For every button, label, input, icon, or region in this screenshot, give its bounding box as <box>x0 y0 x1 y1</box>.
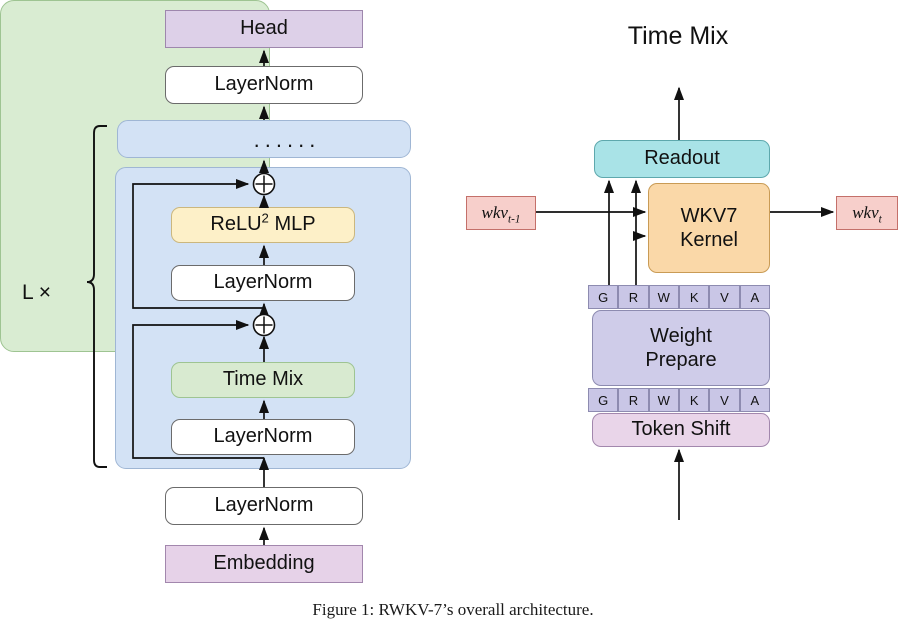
gate-cell-a: A <box>739 285 770 309</box>
figure-caption: Figure 1: RWKV-7’s overall architecture. <box>312 600 594 619</box>
gate-cell-v: V <box>709 285 740 309</box>
node-relu2-mlp: ReLU2 MLP <box>171 207 355 243</box>
node-layernorm-input: LayerNorm <box>165 487 363 525</box>
gate-cell-r-in: R <box>618 388 649 412</box>
block-ellipsis <box>117 120 411 158</box>
node-head-label: Head <box>240 17 288 40</box>
node-layernorm-final-label: LayerNorm <box>214 73 314 96</box>
loop-count-label: L × <box>22 281 51 304</box>
gate-cell-a-in: A <box>739 388 770 412</box>
node-token-shift-label: Token Shift <box>631 418 731 441</box>
node-state-in: wkvt-1 <box>466 196 536 230</box>
node-head: Head <box>165 10 363 48</box>
node-wkv7-kernel: WKV7 Kernel <box>648 183 770 273</box>
node-state-out: wkvt <box>836 196 898 230</box>
node-weight-prepare-label-line2: Prepare <box>645 349 717 371</box>
gate-cell-k: K <box>678 285 710 309</box>
node-embedding: Embedding <box>165 545 363 583</box>
node-wkv7-kernel-label-line1: WKV7 <box>680 204 738 227</box>
ellipsis-dots: ...... <box>253 127 321 152</box>
node-layernorm-timemix: LayerNorm <box>171 419 355 455</box>
node-layernorm-input-label: LayerNorm <box>214 494 314 517</box>
gate-cell-v-in: V <box>709 388 740 412</box>
node-state-out-label: wkvt <box>852 202 882 226</box>
node-time-mix: Time Mix <box>171 362 355 398</box>
node-layernorm-mlp-label: LayerNorm <box>213 271 313 294</box>
node-layernorm-mlp: LayerNorm <box>171 265 355 301</box>
gate-cell-g-in: G <box>588 388 619 412</box>
gate-cell-k-in: K <box>678 388 710 412</box>
node-readout-label: Readout <box>644 147 720 170</box>
gate-cell-r: R <box>618 285 649 309</box>
node-layernorm-final: LayerNorm <box>165 66 363 104</box>
time-mix-title: Time Mix <box>627 22 729 50</box>
node-state-in-label: wkvt-1 <box>481 202 521 226</box>
gate-row-output: G R W K V A <box>588 285 770 309</box>
gate-cell-g: G <box>588 285 619 309</box>
node-wkv7-kernel-label-line2: Kernel <box>680 229 738 251</box>
node-layernorm-timemix-label: LayerNorm <box>213 425 313 448</box>
gate-row-input: G R W K V A <box>588 388 770 412</box>
node-token-shift: Token Shift <box>592 413 770 447</box>
node-time-mix-label: Time Mix <box>222 368 304 391</box>
gate-cell-w: W <box>648 285 679 309</box>
node-embedding-label: Embedding <box>213 552 315 575</box>
node-relu2-mlp-label: ReLU2 MLP <box>210 210 316 236</box>
node-readout: Readout <box>594 140 770 178</box>
node-weight-prepare: Weight Prepare <box>592 310 770 386</box>
node-weight-prepare-label-line1: Weight <box>650 325 712 347</box>
gate-cell-w-in: W <box>648 388 679 412</box>
